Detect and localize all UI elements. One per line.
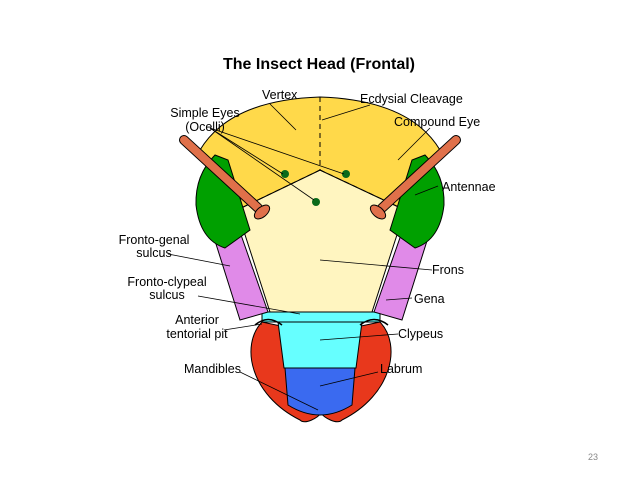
right-ocellus — [342, 170, 350, 178]
left-tentorial-pit — [254, 318, 283, 326]
label-labrum: Labrum — [380, 362, 423, 376]
label-antennae: Antennae — [442, 180, 496, 194]
label-simple-eyes: Simple Eyes — [170, 106, 240, 120]
left-ocellus — [281, 170, 289, 178]
page-number: 23 — [588, 452, 599, 462]
label-anterior: Anterior — [175, 313, 219, 327]
label-fronto-clypeal-sulcus: sulcus — [149, 288, 185, 302]
right-tentorial-pit — [359, 318, 389, 326]
diagram-title: The Insect Head (Frontal) — [222, 56, 416, 73]
label-fronto-clypeal: Fronto-clypeal — [127, 275, 207, 289]
right-compound-eye — [389, 154, 445, 249]
fronto-clypeal-sulcus-band — [261, 311, 381, 323]
labrum-region — [284, 367, 356, 416]
leader-lines — [167, 103, 439, 411]
label-fronto-genal: Fronto-genal — [118, 233, 190, 247]
label-ecdysial-cleavage: Ecdysial Cleavage — [360, 92, 463, 106]
label-mandibles: Mandibles — [184, 362, 241, 376]
label-gena: Gena — [414, 292, 445, 306]
left-compound-eye — [195, 154, 251, 249]
label-fronto-genal-sulcus: sulcus — [136, 246, 172, 260]
label-frons: Frons — [432, 263, 464, 277]
label-ocelli: (Ocelli) — [185, 120, 225, 134]
label-clypeus: Clypeus — [398, 327, 444, 341]
label-tentorial-pit: tentorial pit — [166, 327, 228, 341]
left-antenna — [179, 135, 271, 220]
label-compound-eye: Compound Eye — [394, 115, 481, 129]
clypeus-region — [277, 321, 363, 369]
label-vertex: Vertex — [262, 88, 298, 102]
right-antenna — [369, 135, 461, 220]
